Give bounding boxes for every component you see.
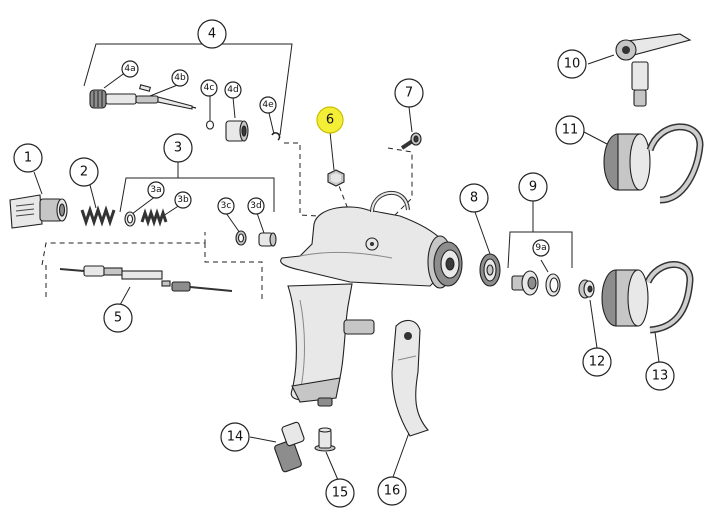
svg-text:3d: 3d xyxy=(250,201,261,211)
svg-text:3a: 3a xyxy=(150,185,161,195)
svg-text:5: 5 xyxy=(114,311,122,326)
part-8-ring-nut xyxy=(479,253,501,287)
part-6-hex-nut xyxy=(327,169,345,187)
svg-text:9: 9 xyxy=(529,180,537,195)
leader-lines xyxy=(33,38,660,481)
part-5-needle-rod xyxy=(59,265,233,292)
callout-3a: 3a xyxy=(147,181,165,199)
callout-15: 15 xyxy=(325,478,355,508)
svg-text:14: 14 xyxy=(227,430,244,445)
callout-4b: 4b xyxy=(171,69,189,87)
part-1-housing xyxy=(9,194,68,229)
part-9-nozzle xyxy=(511,270,561,297)
callout-2: 2 xyxy=(69,157,99,187)
part-3-components xyxy=(124,208,277,247)
svg-text:4d: 4d xyxy=(227,85,238,95)
svg-text:16: 16 xyxy=(384,484,401,499)
callout-1: 1 xyxy=(13,143,43,173)
callout-3d: 3d xyxy=(247,197,265,215)
part-4-needle-assembly xyxy=(89,84,281,142)
svg-text:3c: 3c xyxy=(221,201,232,211)
svg-text:8: 8 xyxy=(470,191,478,206)
callout-9a: 9a xyxy=(532,239,550,257)
callout-6: 6 xyxy=(316,106,344,134)
callout-13: 13 xyxy=(645,361,675,391)
part-11-air-cap xyxy=(603,123,704,204)
callout-8: 8 xyxy=(459,183,489,213)
part-2-spring xyxy=(80,205,116,227)
part-14-fitting xyxy=(274,421,305,473)
callout-14: 14 xyxy=(220,422,250,452)
svg-text:10: 10 xyxy=(564,57,581,72)
svg-text:4c: 4c xyxy=(204,83,215,93)
svg-text:4b: 4b xyxy=(174,73,186,83)
svg-text:7: 7 xyxy=(405,86,413,101)
svg-text:4: 4 xyxy=(208,27,216,42)
callout-11: 11 xyxy=(555,115,585,145)
callout-3b: 3b xyxy=(174,191,192,209)
svg-text:4e: 4e xyxy=(262,100,274,110)
callout-16: 16 xyxy=(377,476,407,506)
part-10-tip-guard xyxy=(615,33,692,107)
callout-4d: 4d xyxy=(224,81,242,99)
svg-text:12: 12 xyxy=(589,355,606,370)
part-13-air-cap xyxy=(601,261,694,334)
svg-text:1: 1 xyxy=(24,151,32,166)
part-15-pin xyxy=(314,427,336,452)
svg-text:9a: 9a xyxy=(535,243,546,253)
callout-4e: 4e xyxy=(259,96,277,114)
svg-text:6: 6 xyxy=(326,113,334,128)
callout-3: 3 xyxy=(163,133,193,163)
part-12-nut xyxy=(578,279,595,299)
part-7-screw xyxy=(400,132,422,150)
callout-5: 5 xyxy=(103,303,133,333)
svg-text:11: 11 xyxy=(562,123,579,138)
part-16-trigger xyxy=(391,319,429,437)
svg-text:2: 2 xyxy=(80,165,88,180)
callout-4: 4 xyxy=(197,19,227,49)
callout-12: 12 xyxy=(582,347,612,377)
callout-10: 10 xyxy=(557,49,587,79)
callout-3c: 3c xyxy=(217,197,235,215)
svg-text:3: 3 xyxy=(174,141,182,156)
svg-text:3b: 3b xyxy=(177,195,189,205)
callout-9: 9 xyxy=(518,172,548,202)
svg-text:4a: 4a xyxy=(124,64,135,74)
svg-text:15: 15 xyxy=(332,486,349,501)
callout-4a: 4a xyxy=(121,60,139,78)
callout-7: 7 xyxy=(394,78,424,108)
svg-text:13: 13 xyxy=(652,369,669,384)
spray-gun-body xyxy=(280,191,463,407)
callout-4c: 4c xyxy=(200,79,218,97)
